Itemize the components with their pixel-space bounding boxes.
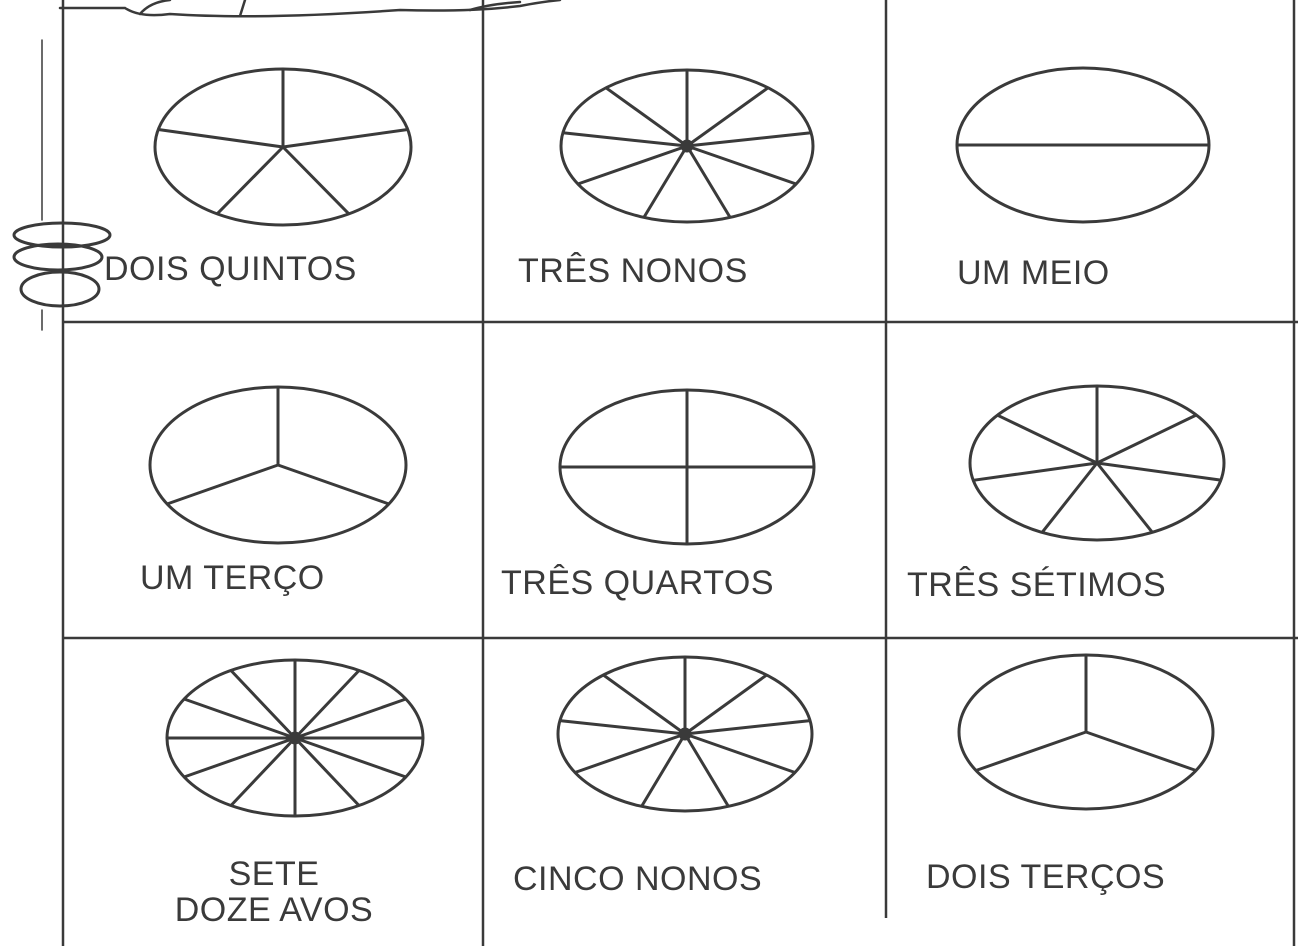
fraction-circle — [560, 390, 814, 544]
fraction-circle — [957, 68, 1209, 222]
division-line — [1042, 463, 1097, 532]
division-line — [563, 133, 687, 146]
fraction-label: UM MEIO — [957, 256, 1110, 290]
fraction-circle — [959, 655, 1213, 809]
division-line — [976, 732, 1086, 771]
division-line — [1097, 463, 1221, 480]
division-line — [1097, 415, 1196, 463]
division-line — [1086, 732, 1196, 771]
division-line — [687, 133, 811, 146]
fraction-label: TRÊS NONOS — [518, 254, 748, 288]
division-line — [560, 721, 685, 734]
division-line — [973, 463, 1097, 480]
fraction-circle — [561, 70, 813, 222]
division-line — [278, 465, 389, 504]
decorative-scribble — [60, 0, 560, 16]
division-line — [644, 146, 687, 217]
fraction-label: UM TERÇO — [140, 561, 325, 595]
fraction-circle — [155, 69, 411, 225]
division-line — [578, 146, 687, 184]
center-point — [290, 733, 300, 743]
fraction-label: TRÊS QUARTOS — [501, 566, 774, 600]
center-point — [680, 729, 690, 739]
division-line — [642, 734, 685, 806]
division-line — [217, 147, 283, 214]
fraction-label: CINCO NONOS — [513, 862, 762, 896]
division-line — [283, 147, 349, 214]
division-line — [283, 130, 408, 148]
division-line — [687, 146, 730, 217]
center-point — [682, 141, 692, 151]
fraction-circle — [558, 657, 812, 811]
division-line — [685, 734, 728, 806]
fraction-circle — [167, 660, 423, 816]
division-line — [998, 415, 1098, 463]
division-line — [1097, 463, 1152, 532]
division-line — [575, 734, 685, 773]
fraction-label: DOIS QUINTOS — [104, 252, 357, 286]
fraction-label-line: DOZE AVOS — [124, 892, 424, 928]
division-line — [167, 465, 278, 504]
fraction-circle — [970, 386, 1224, 540]
division-line — [685, 734, 795, 773]
fraction-circle — [150, 387, 406, 543]
division-line — [158, 130, 283, 148]
fraction-label-line: SETE — [124, 856, 424, 892]
fraction-label: DOIS TERÇOS — [926, 860, 1165, 894]
division-line — [687, 146, 796, 184]
fraction-label: TRÊS SÉTIMOS — [907, 568, 1166, 602]
division-line — [685, 721, 810, 734]
